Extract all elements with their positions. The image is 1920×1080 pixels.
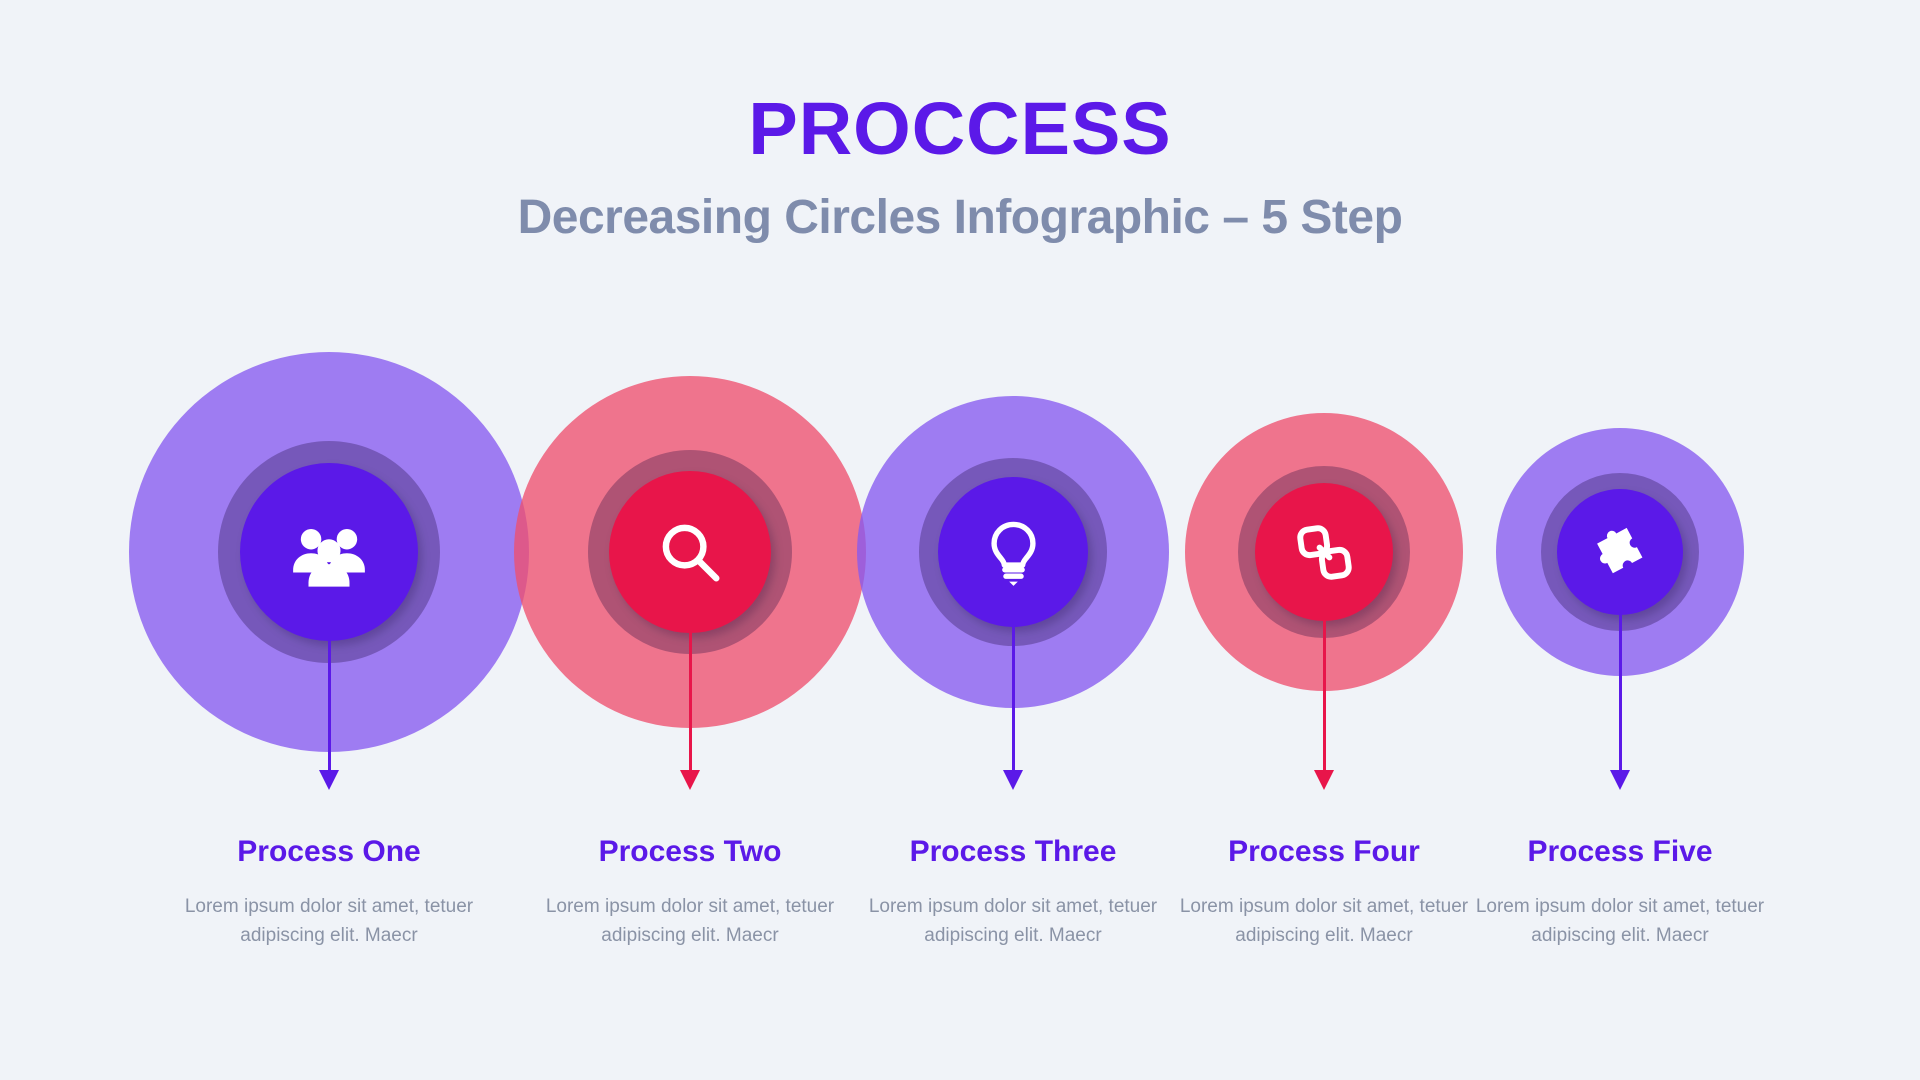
inner-disc-4[interactable] <box>1255 483 1393 621</box>
people-group-icon <box>288 511 370 593</box>
step-title-4[interactable]: Process Four <box>1228 835 1420 868</box>
step-circle-group-3 <box>857 332 1169 708</box>
step-title-3[interactable]: Process Three <box>909 835 1117 868</box>
arrow-stem-3 <box>1011 621 1015 770</box>
connector-arrow-2 <box>680 627 700 790</box>
step-description-3: Lorem ipsum dolor sit amet, tetuer adipi… <box>868 896 1158 947</box>
arrow-head-3 <box>1003 770 1023 790</box>
arrow-head-2 <box>680 770 700 790</box>
arrow-stem-1 <box>327 635 331 770</box>
step-description-1: Lorem ipsum dolor sit amet, tetuer adipi… <box>184 896 474 947</box>
arrow-stem-4 <box>1322 615 1326 770</box>
step-circle-group-4 <box>1185 332 1463 691</box>
connector-arrow-3 <box>1003 621 1023 790</box>
arrow-head-5 <box>1610 770 1630 790</box>
chain-link-icon <box>1293 521 1356 584</box>
arrow-head-1 <box>319 770 339 790</box>
arrow-head-4 <box>1314 770 1334 790</box>
page-title: PROCCESS <box>748 87 1172 170</box>
step-title-1[interactable]: Process One <box>237 835 421 868</box>
step-description-2: Lorem ipsum dolor sit amet, tetuer adipi… <box>545 896 835 947</box>
page-subtitle: Decreasing Circles Infographic – 5 Step <box>517 191 1403 244</box>
lightbulb-idea-icon <box>979 518 1048 587</box>
connector-arrow-4 <box>1314 615 1334 790</box>
connector-arrow-1 <box>319 635 339 790</box>
step-circle-group-5 <box>1496 332 1744 676</box>
header: PROCCESS Decreasing Circles Infographic … <box>0 92 1920 245</box>
step-title-2[interactable]: Process Two <box>598 835 782 868</box>
step-description-5: Lorem ipsum dolor sit amet, tetuer adipi… <box>1475 896 1765 947</box>
puzzle-piece-icon <box>1591 523 1649 581</box>
step-description-4: Lorem ipsum dolor sit amet, tetuer adipi… <box>1179 896 1469 947</box>
inner-disc-3[interactable] <box>938 477 1088 627</box>
inner-disc-2[interactable] <box>609 471 771 633</box>
step-title-5[interactable]: Process Five <box>1527 835 1713 868</box>
magnifier-search-icon <box>653 515 728 590</box>
circles-band <box>0 332 1920 752</box>
arrow-stem-2 <box>688 627 692 770</box>
arrow-stem-5 <box>1618 609 1622 770</box>
inner-disc-1[interactable] <box>240 463 418 641</box>
connector-arrow-5 <box>1610 609 1630 790</box>
inner-disc-5[interactable] <box>1557 489 1683 615</box>
step-circle-group-2 <box>514 332 866 728</box>
